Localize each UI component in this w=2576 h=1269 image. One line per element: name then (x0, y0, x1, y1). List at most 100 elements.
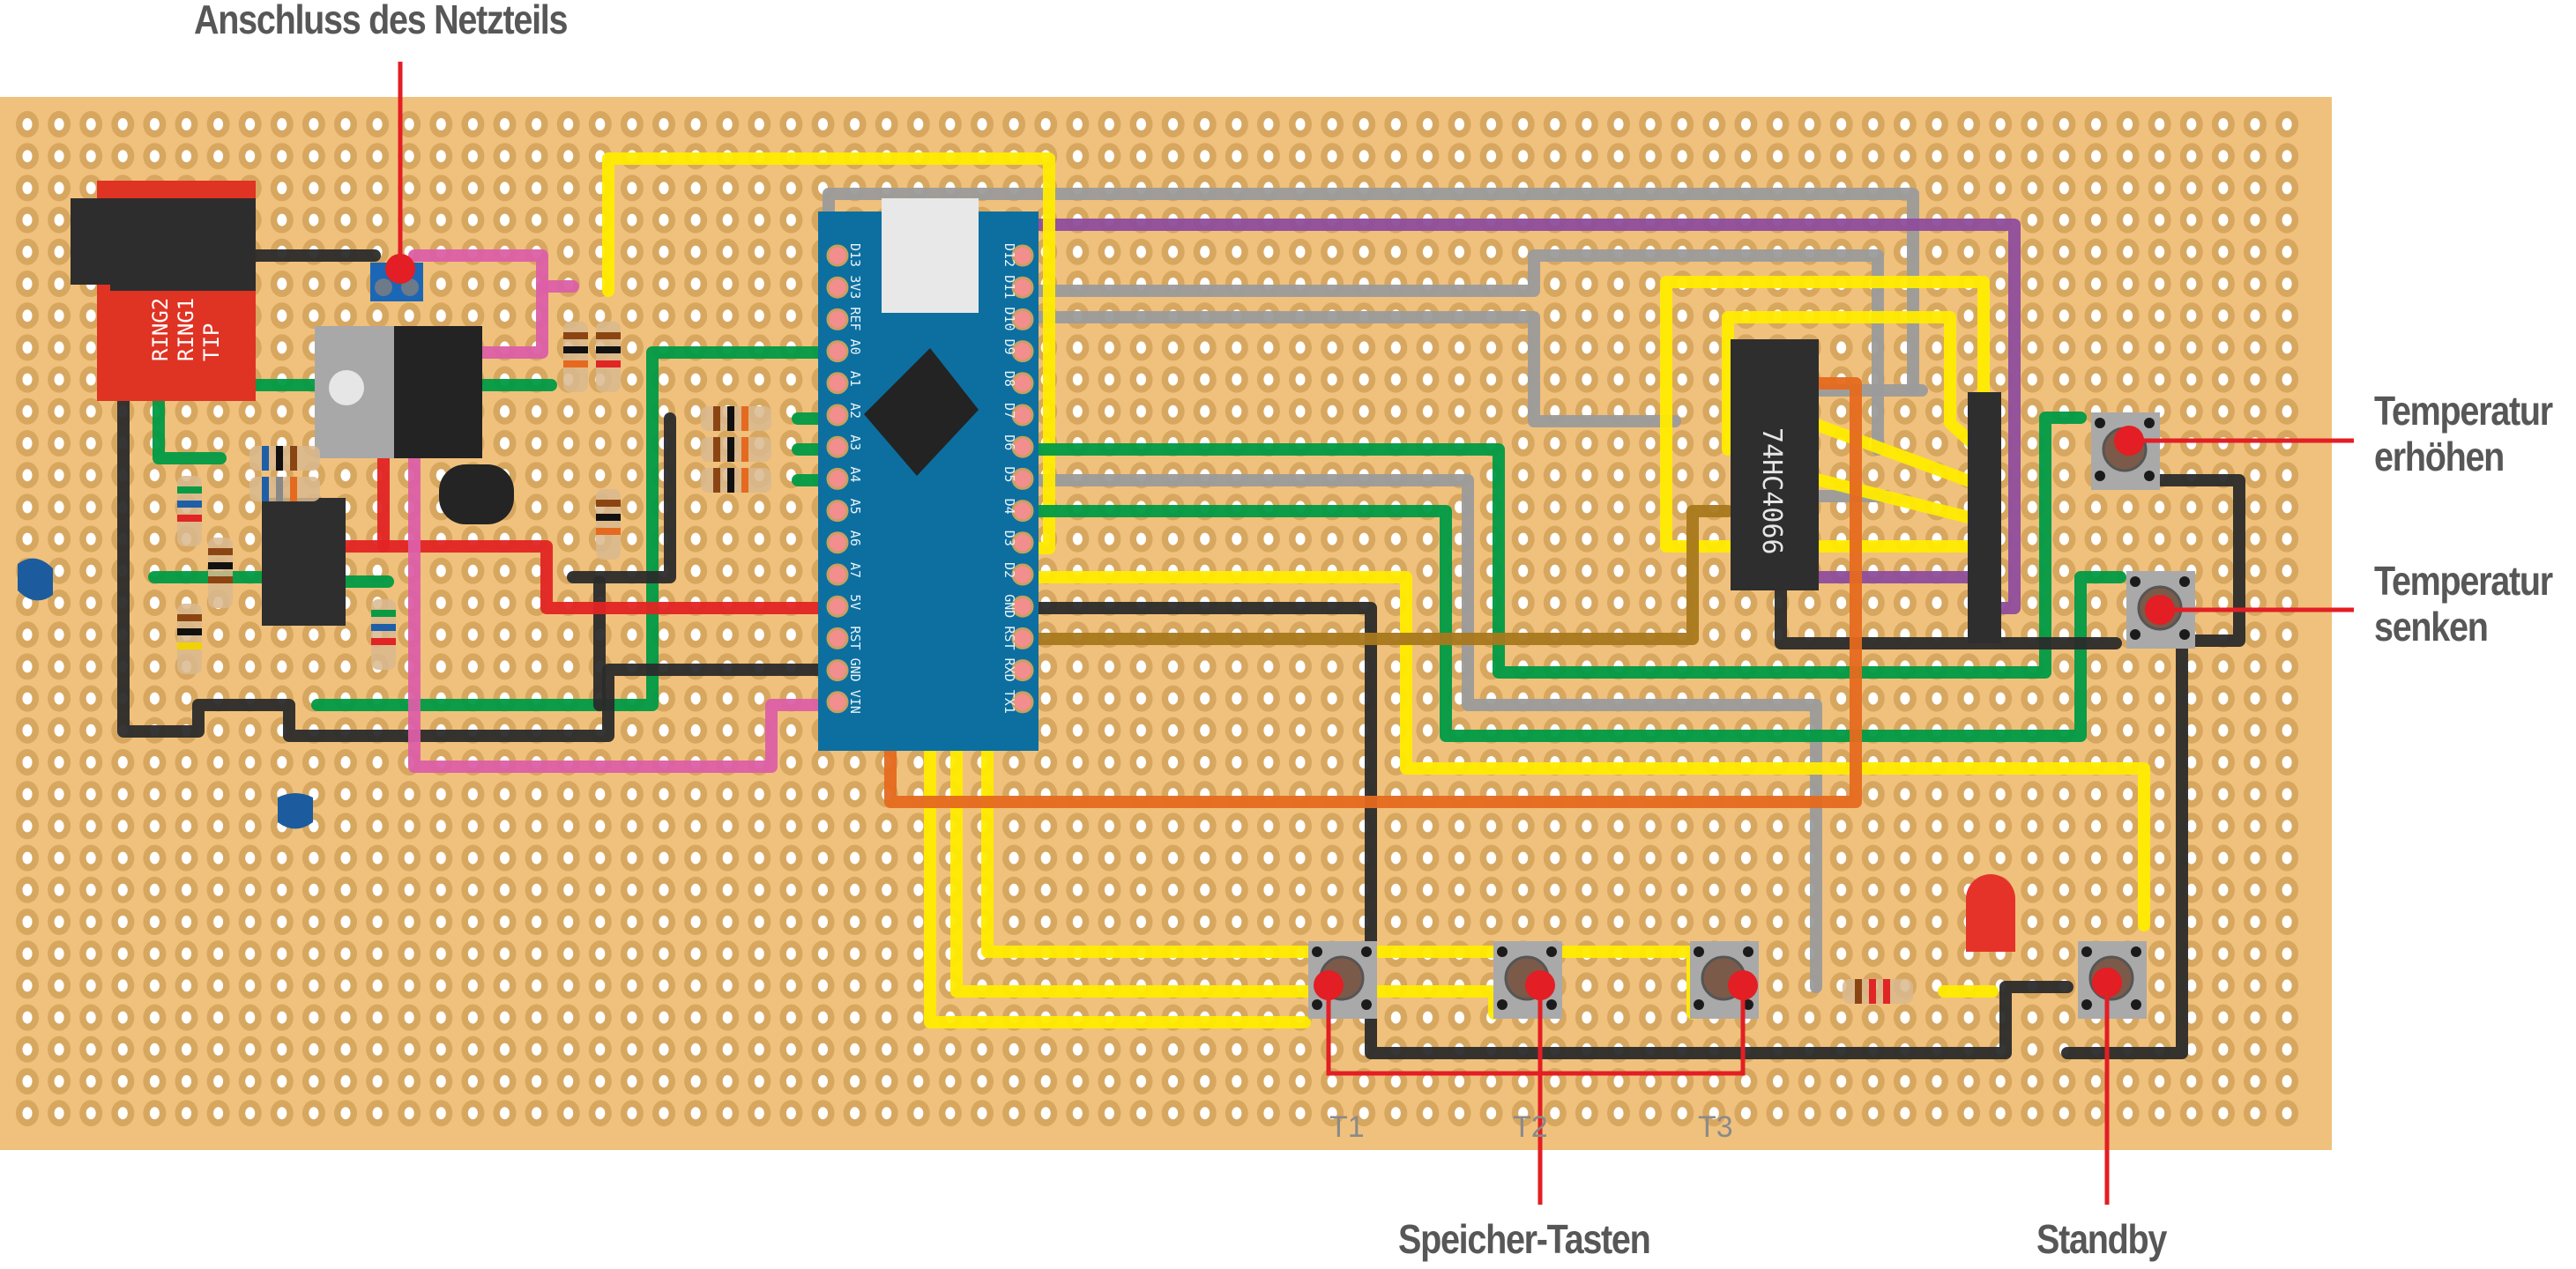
hole (2186, 979, 2197, 992)
hole (277, 278, 287, 290)
hole (2282, 628, 2292, 642)
hole (785, 532, 796, 545)
hole (532, 883, 542, 896)
hole (86, 788, 96, 801)
button-corner (2095, 418, 2105, 428)
hole (2059, 851, 2069, 865)
hole (372, 564, 383, 577)
hole (86, 916, 96, 928)
hole (595, 404, 606, 418)
hole (1900, 437, 1910, 449)
hole (2091, 916, 2101, 928)
hole (1645, 404, 1656, 418)
hole (54, 1043, 64, 1056)
hole (2250, 278, 2260, 290)
arduino-pin-right (1011, 627, 1034, 649)
hole (404, 788, 414, 801)
hole (785, 278, 796, 290)
hole (2059, 501, 2069, 514)
hole (117, 883, 128, 896)
hole (1709, 437, 1719, 449)
hole (340, 118, 351, 130)
hole (340, 1043, 351, 1056)
hole (1327, 1075, 1337, 1087)
hole (340, 213, 351, 226)
hole (2091, 341, 2101, 354)
hole (340, 851, 351, 865)
hole (2250, 788, 2260, 801)
hole (1327, 851, 1337, 865)
hole (500, 213, 510, 226)
hole (913, 916, 924, 928)
hole (54, 118, 64, 130)
hole (1773, 979, 1783, 992)
hole (2123, 724, 2133, 737)
hole (1359, 373, 1369, 386)
hole (245, 501, 256, 514)
hole (1677, 118, 1687, 130)
hole (1868, 1011, 1879, 1024)
hole (1645, 278, 1656, 290)
arduino-pin-left (826, 659, 849, 682)
hole (2218, 373, 2229, 386)
hole (1072, 150, 1083, 163)
hole (340, 278, 351, 290)
hole (2027, 341, 2037, 354)
hole (1390, 150, 1401, 163)
hole (2250, 245, 2260, 258)
hole (277, 150, 287, 163)
hole (2282, 309, 2292, 323)
hole (2091, 660, 2101, 673)
button-corner (1546, 999, 1557, 1010)
hole (1677, 883, 1687, 896)
hole (1550, 883, 1560, 896)
hole (1136, 341, 1146, 354)
hole (1900, 883, 1910, 896)
hole (1200, 1107, 1210, 1120)
hole (563, 532, 574, 545)
hole (722, 1075, 733, 1087)
hole (1422, 692, 1433, 705)
hole (1582, 1075, 1592, 1087)
hole (54, 278, 64, 290)
hole (1836, 501, 1847, 514)
hole (785, 788, 796, 801)
hole (1295, 692, 1306, 705)
hole (785, 947, 796, 961)
hole (2282, 118, 2292, 130)
hole (213, 628, 224, 642)
hole (2282, 883, 2292, 896)
hole (2186, 788, 2197, 801)
hole (563, 245, 574, 258)
hole (2186, 278, 2197, 290)
hole (213, 916, 224, 928)
hole (1613, 532, 1624, 545)
resistor-band (177, 642, 202, 649)
arduino-pin-label: 5V (847, 594, 863, 610)
hole (2059, 660, 2069, 673)
hole (1232, 1043, 1242, 1056)
hole (2027, 309, 2037, 323)
hole (2091, 597, 2101, 609)
hole (690, 278, 701, 290)
hole (1359, 118, 1369, 130)
hole (754, 373, 764, 386)
hole (659, 213, 669, 226)
hole (1168, 916, 1179, 928)
hole (690, 213, 701, 226)
hole (945, 118, 956, 130)
arduino-pin-label: RST (1001, 626, 1017, 649)
hole (54, 213, 64, 226)
hole (882, 1075, 892, 1087)
hole (1518, 820, 1529, 833)
hole (627, 851, 637, 865)
hole (1232, 851, 1242, 865)
terminal-screw (401, 278, 419, 296)
hole (659, 1011, 669, 1024)
hole (500, 820, 510, 833)
hole (1263, 660, 1274, 673)
hole (86, 118, 96, 130)
hole (818, 979, 828, 992)
hole (627, 1107, 637, 1120)
